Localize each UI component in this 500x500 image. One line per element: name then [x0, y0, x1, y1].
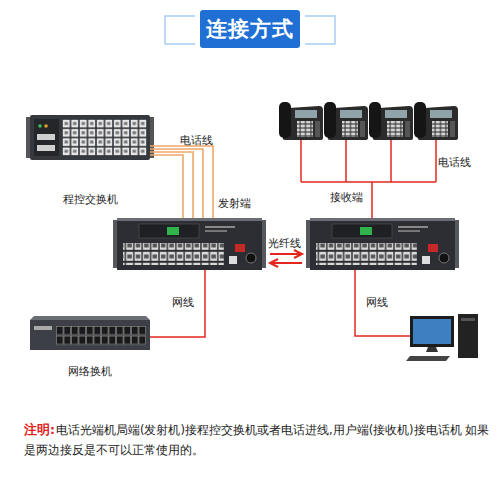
device-label: 发射端	[218, 197, 251, 211]
computer-illustration-part	[458, 314, 478, 358]
telephone-wire	[150, 146, 213, 218]
pbx-illustration-part	[37, 145, 55, 151]
fiber-link	[270, 250, 302, 267]
pbx-illustration	[26, 115, 154, 160]
switch-illustration-part	[56, 326, 146, 345]
switch-illustration	[30, 316, 150, 350]
network-cable	[150, 270, 205, 337]
pbx-unit: 程控交换机	[30, 115, 150, 160]
wire-label: 电话线	[438, 156, 471, 170]
telephone-illustration-part	[324, 102, 368, 140]
title-banner-part	[165, 16, 195, 44]
optical-unit-illustration	[113, 218, 459, 270]
title-banner	[165, 10, 335, 48]
telephone-illustration-part	[279, 102, 323, 140]
switch-illustration-part	[30, 320, 150, 350]
switch-illustration-part	[30, 316, 150, 320]
wire-label: 网线	[366, 296, 388, 310]
network-wire	[355, 270, 410, 336]
pbx-illustration-part	[34, 119, 59, 156]
computer-illustration-part	[406, 356, 450, 361]
computer-illustration-part	[426, 347, 438, 352]
switch-illustration-part	[34, 326, 52, 330]
title-banner-part	[200, 10, 300, 48]
pbx-illustration-part	[30, 115, 150, 160]
device-label: 程控交换机	[30, 193, 150, 207]
connector-label: 网线	[172, 296, 194, 310]
device-label: 接收端	[330, 191, 363, 205]
optical-unit-illustration-part	[306, 218, 459, 270]
telephone-wire	[301, 140, 436, 218]
computer-illustration-part	[461, 318, 475, 321]
pbx-illustration-part	[38, 124, 42, 128]
telephone-illustration	[279, 102, 458, 140]
device-label: 网络换机	[30, 365, 150, 379]
note-text: 电话光端机局端(发射机)接程控交换机或者电话进线,用户端(接收机)接电话机 如果…	[24, 420, 490, 460]
title-text: 连接方式	[200, 10, 300, 48]
connector-label: 电话线	[180, 134, 213, 148]
transmitter-unit: 发射端	[117, 218, 262, 270]
telephone-illustration-part	[414, 102, 458, 140]
pbx-illustration-part	[62, 119, 147, 156]
optical-unit-illustration-part	[113, 218, 266, 270]
receiver-unit: 接收端	[310, 218, 455, 270]
network-wire-part	[355, 270, 410, 336]
telephone-illustration-part	[369, 102, 413, 140]
pbx-illustration-part	[37, 134, 55, 140]
title-banner-part	[305, 16, 335, 44]
computer-illustration-part	[410, 316, 454, 347]
telephone-wire-part	[301, 140, 436, 218]
note-heading: 注明:	[24, 420, 55, 440]
connector-label: 光纤线	[268, 237, 301, 251]
computer-illustration	[406, 314, 478, 361]
network-switch: 网络换机	[30, 320, 150, 350]
computer-illustration-part	[413, 319, 451, 344]
pbx-illustration-part	[44, 124, 48, 128]
